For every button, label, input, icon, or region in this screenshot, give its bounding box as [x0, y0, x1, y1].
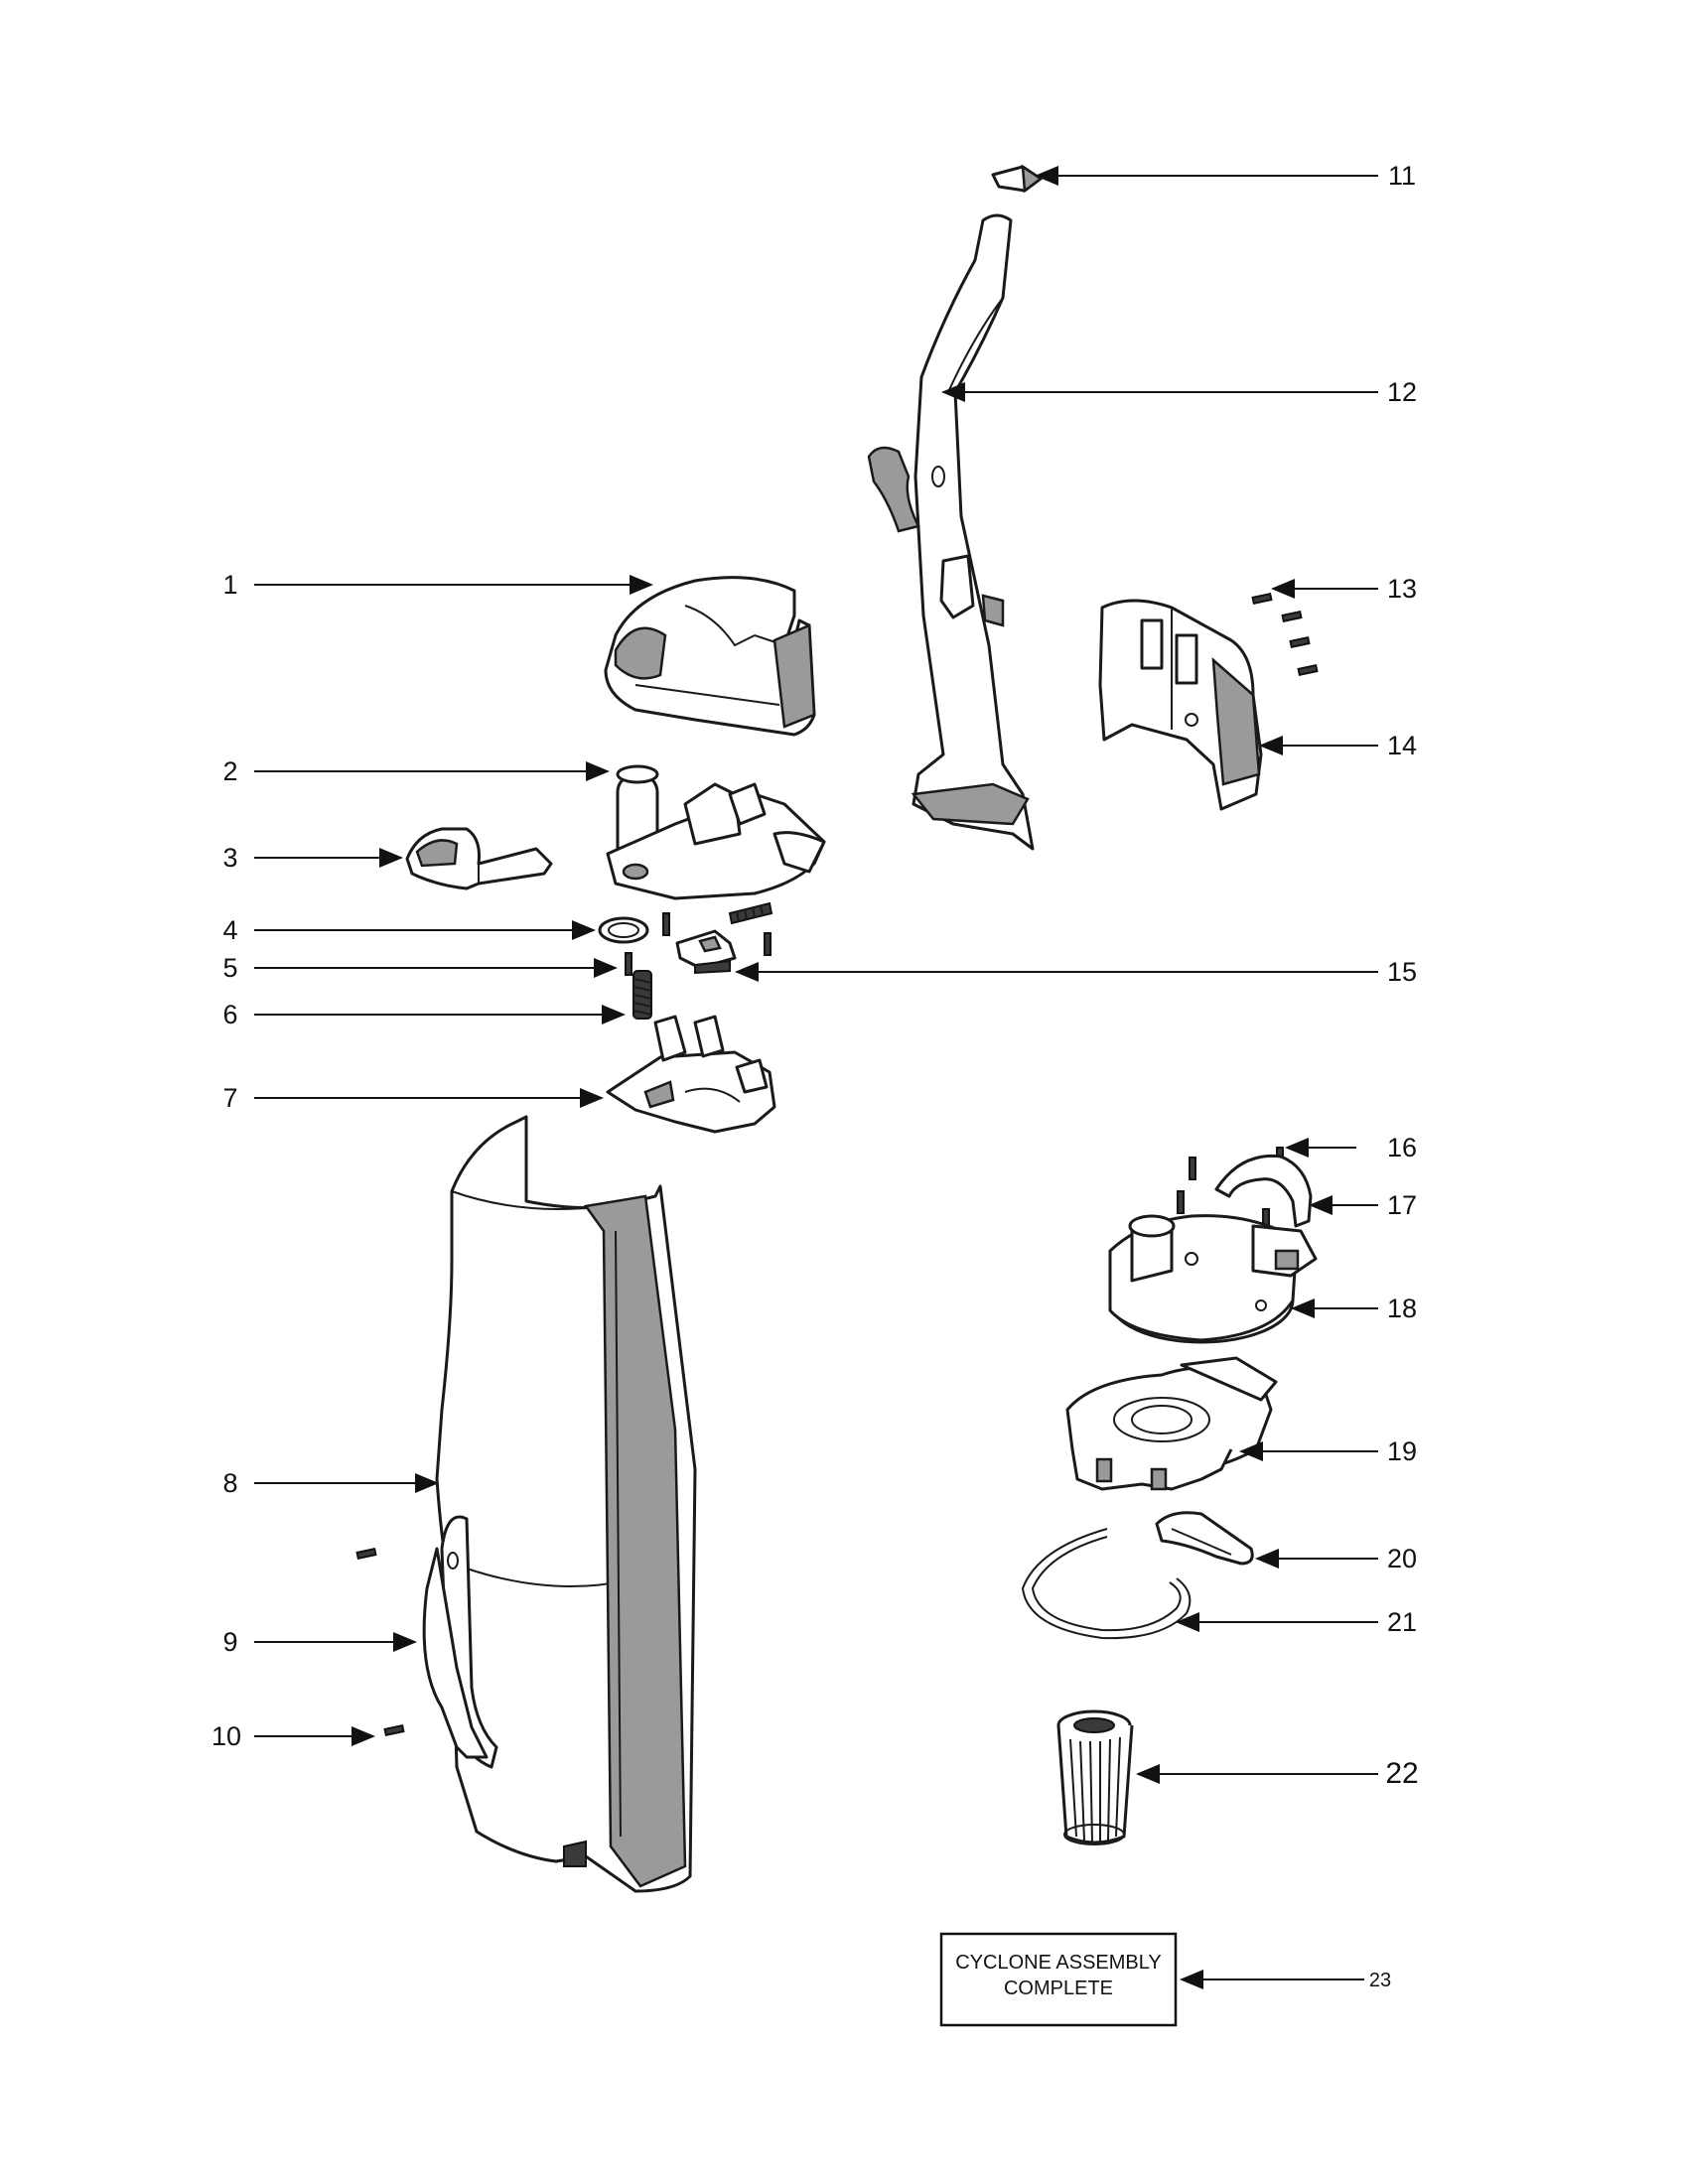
part-3-small-housing	[405, 827, 553, 890]
part-18-cyclone-lid	[1108, 1214, 1318, 1344]
part-13-screws	[1251, 593, 1319, 676]
callout-19: 19	[1387, 1436, 1417, 1466]
callout-21: 21	[1387, 1607, 1417, 1637]
part-8-cyclone-housing	[435, 1115, 697, 1893]
part-5-screw	[625, 912, 772, 976]
part-20-gasket	[1155, 1511, 1254, 1566]
callout-5: 5	[222, 953, 237, 983]
callout-13: 13	[1387, 574, 1417, 604]
part-4-washer	[598, 916, 649, 944]
callout-1: 1	[222, 570, 237, 600]
part-17-lid-handle	[1214, 1154, 1313, 1228]
callout-18: 18	[1387, 1294, 1417, 1323]
callout-12: 12	[1387, 377, 1417, 407]
callout-20: 20	[1387, 1544, 1417, 1573]
part-12-upper-handle	[867, 213, 1035, 851]
callout-6: 6	[222, 1000, 237, 1029]
part-7-latch-plate	[606, 1015, 776, 1134]
callout-14: 14	[1387, 731, 1417, 760]
part-1-top-cover	[604, 576, 816, 737]
callout-15: 15	[1387, 957, 1417, 987]
part-2-base-assembly	[606, 764, 826, 900]
callout-23: 23	[1369, 1970, 1391, 1991]
callout-9: 9	[222, 1627, 237, 1657]
callout-7: 7	[222, 1083, 237, 1113]
leader-lines	[254, 166, 1378, 1989]
part-19-separator	[1065, 1356, 1278, 1491]
callout-17: 17	[1387, 1190, 1417, 1220]
callout-8: 8	[222, 1468, 237, 1498]
callout-11: 11	[1388, 161, 1416, 191]
callout-16: 16	[1387, 1133, 1417, 1162]
callout-2: 2	[222, 756, 237, 786]
assembly-box-line-2: COMPLETE	[1004, 1978, 1113, 1999]
cyclone-assembly-box: CYCLONE ASSEMBLY COMPLETE	[939, 1932, 1178, 2027]
assembly-box-line-1: CYCLONE ASSEMBLY	[955, 1952, 1161, 1974]
part-spring-upper	[728, 901, 773, 925]
part-11-handle-cap	[991, 164, 1044, 194]
part-handle-screw	[355, 1548, 377, 1560]
callout-labels: 1 2 3 4 5 6 7 8 9 10 11 12 13 14 15 16 1…	[211, 161, 1419, 1991]
part-10-screw	[383, 1724, 405, 1736]
part-22-filter	[1056, 1709, 1134, 1845]
part-9-carry-handle	[422, 1515, 498, 1769]
callout-10: 10	[211, 1721, 241, 1751]
callout-22: 22	[1385, 1757, 1418, 1790]
part-15-switch-slider	[675, 929, 737, 975]
callout-4: 4	[222, 915, 237, 945]
callout-3: 3	[222, 843, 237, 873]
part-6-spring	[632, 970, 652, 1020]
part-21-split-ring	[1021, 1528, 1192, 1640]
part-14-rear-cover	[1098, 599, 1263, 811]
